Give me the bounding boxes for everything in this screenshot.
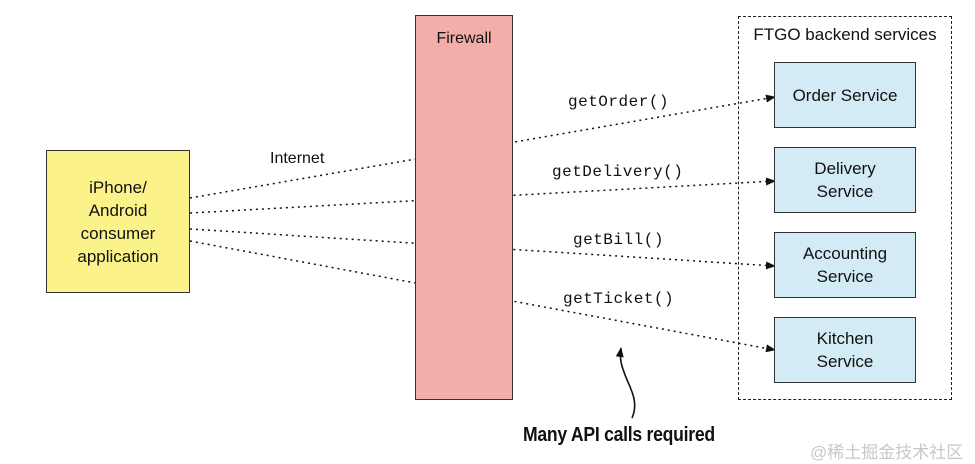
consumer-app-label: iPhone/ Android consumer application: [77, 177, 159, 266]
callout-pointer: [615, 347, 636, 419]
watermark: @稀土掘金技术社区: [810, 443, 964, 462]
order-service-box: Order Service: [774, 62, 916, 128]
kitchen-service-label: Kitchen Service: [816, 329, 874, 371]
order-service-label: Order Service: [792, 85, 898, 105]
accounting-service-label: Accounting Service: [802, 244, 888, 286]
call-label-get-order: getOrder(): [568, 93, 670, 111]
call-arrow-delivery: [189, 177, 776, 214]
delivery-service-label: Delivery Service: [814, 159, 876, 201]
consumer-app-box: iPhone/ Android consumer application: [46, 150, 190, 293]
callout-label: Many API calls required: [523, 424, 715, 446]
accounting-service-box: Accounting Service: [774, 232, 916, 298]
backend-services-title: FTGO backend services: [753, 25, 937, 44]
internet-label: Internet: [270, 150, 325, 167]
firewall-box: Firewall: [415, 15, 513, 400]
firewall-label: Firewall: [436, 30, 492, 47]
kitchen-service-box: Kitchen Service: [774, 317, 916, 383]
call-label-get-ticket: getTicket(): [563, 290, 675, 308]
call-arrow-bill: [189, 228, 776, 270]
call-label-get-delivery: getDelivery(): [552, 163, 684, 181]
backend-services-group: FTGO backend services: [738, 16, 952, 400]
delivery-service-box: Delivery Service: [774, 147, 916, 213]
call-label-get-bill: getBill(): [573, 231, 664, 249]
